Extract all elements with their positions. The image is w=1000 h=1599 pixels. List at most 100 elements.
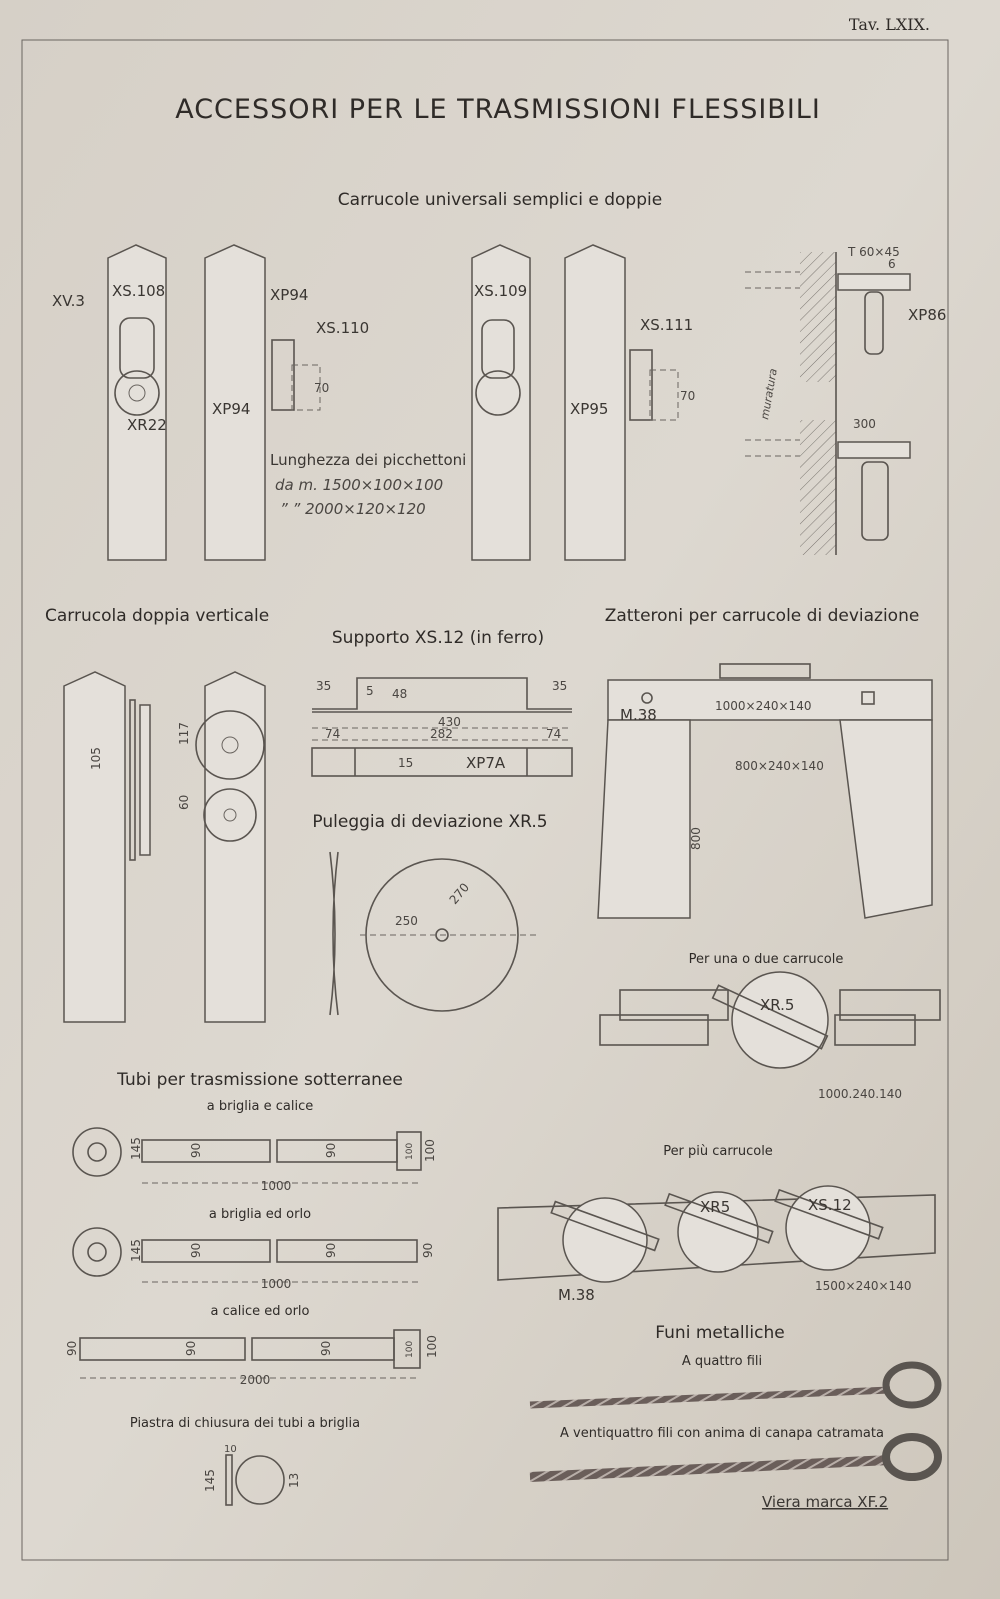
closure-plate bbox=[235, 1455, 285, 1505]
section-heading: Carrucole universali semplici e doppie bbox=[338, 190, 662, 210]
label: 1000×240×140 bbox=[715, 699, 811, 713]
subheading: a briglia ed orlo bbox=[209, 1207, 311, 1222]
label: XP7A bbox=[466, 754, 506, 772]
dimension: 70 bbox=[314, 381, 329, 395]
section-heading: Tubi per trasmissione sotterranee bbox=[116, 1070, 403, 1090]
dimension: 100 bbox=[405, 1341, 415, 1358]
section-tubi: Tubi per trasmissione sotterranee a brig… bbox=[65, 1070, 439, 1506]
dimension: 100 bbox=[425, 1335, 439, 1358]
dimension: 15 bbox=[398, 756, 413, 770]
label: Viera marca XF.2 bbox=[762, 1493, 888, 1511]
dimension: 35 bbox=[552, 679, 567, 693]
label: XR22 bbox=[127, 416, 167, 434]
label: XP94 bbox=[270, 286, 308, 304]
page-title: ACCESSORI PER LE TRASMISSIONI FLESSIBILI bbox=[175, 94, 821, 125]
pulley-wheel bbox=[562, 1197, 648, 1283]
label: XS.110 bbox=[316, 319, 369, 337]
rope-eye bbox=[882, 1433, 942, 1481]
post bbox=[204, 244, 266, 561]
label: XR.5 bbox=[760, 996, 794, 1014]
subheading: A ventiquattro fili con anima di canapa … bbox=[560, 1426, 884, 1441]
section-carrucola-doppia: Carrucola doppia verticale 105 117 60 bbox=[45, 606, 269, 1023]
section-heading: Supporto XS.12 (in ferro) bbox=[332, 628, 544, 648]
post bbox=[471, 244, 531, 561]
post bbox=[204, 671, 266, 1023]
dimension: 10 bbox=[224, 1444, 237, 1455]
label: XP95 bbox=[570, 400, 608, 418]
label: M.38 bbox=[620, 706, 657, 724]
subheading: Per più carrucole bbox=[663, 1144, 773, 1159]
subheading: Per una o due carrucole bbox=[689, 952, 844, 967]
post bbox=[63, 671, 126, 1023]
section-funi: Funi metalliche A quattro fili A ventiqu… bbox=[529, 1323, 942, 1511]
dimension: 282 bbox=[430, 727, 453, 741]
pulley-wheel bbox=[785, 1185, 871, 1271]
dimension: 430 bbox=[438, 715, 461, 729]
note-line: ” ” 2000×120×120 bbox=[280, 500, 426, 518]
section-heading: Zatteroni per carrucole di deviazione bbox=[605, 606, 920, 626]
dimension: 60 bbox=[177, 795, 191, 810]
dimension: 90 bbox=[324, 1243, 338, 1258]
label: XS.111 bbox=[640, 316, 693, 334]
dimension: 117 bbox=[177, 722, 191, 745]
plate-frame bbox=[21, 39, 949, 1561]
dimension: 90 bbox=[189, 1243, 203, 1258]
plate-number: Tav. LXIX. bbox=[849, 15, 930, 34]
dimension: 48 bbox=[392, 687, 407, 701]
label: XP94 bbox=[212, 400, 250, 418]
dimension: 90 bbox=[184, 1341, 198, 1356]
label: T 60×45 bbox=[847, 245, 900, 259]
label: M.38 bbox=[558, 1286, 595, 1304]
dimension: 90 bbox=[421, 1243, 435, 1258]
section-heading: Funi metalliche bbox=[655, 1323, 784, 1343]
label: XS.109 bbox=[474, 282, 527, 300]
dimension: 35 bbox=[316, 679, 331, 693]
dimension: 74 bbox=[325, 727, 340, 741]
pulley-wheel bbox=[677, 1191, 759, 1273]
section-supporto: Supporto XS.12 (in ferro) 35 5 48 35 430… bbox=[311, 628, 573, 777]
subheading: Piastra di chiusura dei tubi a briglia bbox=[130, 1416, 360, 1431]
dimension: 800 bbox=[689, 827, 703, 850]
pulley-wheel bbox=[195, 710, 265, 780]
dimension: 100 bbox=[405, 1143, 415, 1160]
label: 1500×240×140 bbox=[815, 1279, 911, 1293]
pulley-wheel bbox=[114, 370, 160, 416]
label: XP86 bbox=[908, 306, 946, 324]
dimension: 90 bbox=[189, 1143, 203, 1158]
label: 6 bbox=[888, 257, 896, 271]
label: 1000.240.140 bbox=[818, 1087, 902, 1101]
rope-eye bbox=[882, 1361, 942, 1409]
label: XR5 bbox=[700, 1198, 730, 1216]
section-zatteroni: Zatteroni per carrucole di deviazione M.… bbox=[497, 606, 941, 1304]
pulley-wheel bbox=[203, 788, 257, 842]
dimension: 70 bbox=[680, 389, 695, 403]
subheading: A quattro fili bbox=[682, 1354, 762, 1369]
dimension: 300 bbox=[853, 417, 876, 431]
dimension: 1000 bbox=[261, 1179, 292, 1193]
dimension: 1000 bbox=[261, 1277, 292, 1291]
dimension: 5 bbox=[366, 684, 374, 698]
label: 800×240×140 bbox=[735, 759, 824, 773]
section-heading: Puleggia di deviazione XR.5 bbox=[312, 812, 547, 832]
dimension: 90 bbox=[65, 1341, 79, 1356]
post bbox=[107, 244, 167, 561]
pulley-wheel bbox=[731, 971, 829, 1069]
section-heading: Carrucola doppia verticale bbox=[45, 606, 269, 626]
post bbox=[564, 244, 626, 561]
dimension: 90 bbox=[324, 1143, 338, 1158]
dimension: 100 bbox=[423, 1139, 437, 1162]
note-line: da m. 1500×100×100 bbox=[275, 476, 443, 494]
label: XS.108 bbox=[112, 282, 165, 300]
subheading: a calice ed orlo bbox=[211, 1304, 310, 1319]
dimension: 145 bbox=[129, 1239, 143, 1262]
dimension: 105 bbox=[89, 747, 103, 770]
dimension: 90 bbox=[319, 1341, 333, 1356]
dimension: 250 bbox=[395, 914, 418, 928]
note-heading: Lunghezza dei picchettoni bbox=[270, 451, 466, 469]
pulley-bracket bbox=[119, 317, 155, 379]
dimension: 74 bbox=[546, 727, 561, 741]
dimension: 2000 bbox=[240, 1373, 271, 1387]
dimension: 145 bbox=[203, 1469, 217, 1492]
dimension: 145 bbox=[129, 1137, 143, 1160]
